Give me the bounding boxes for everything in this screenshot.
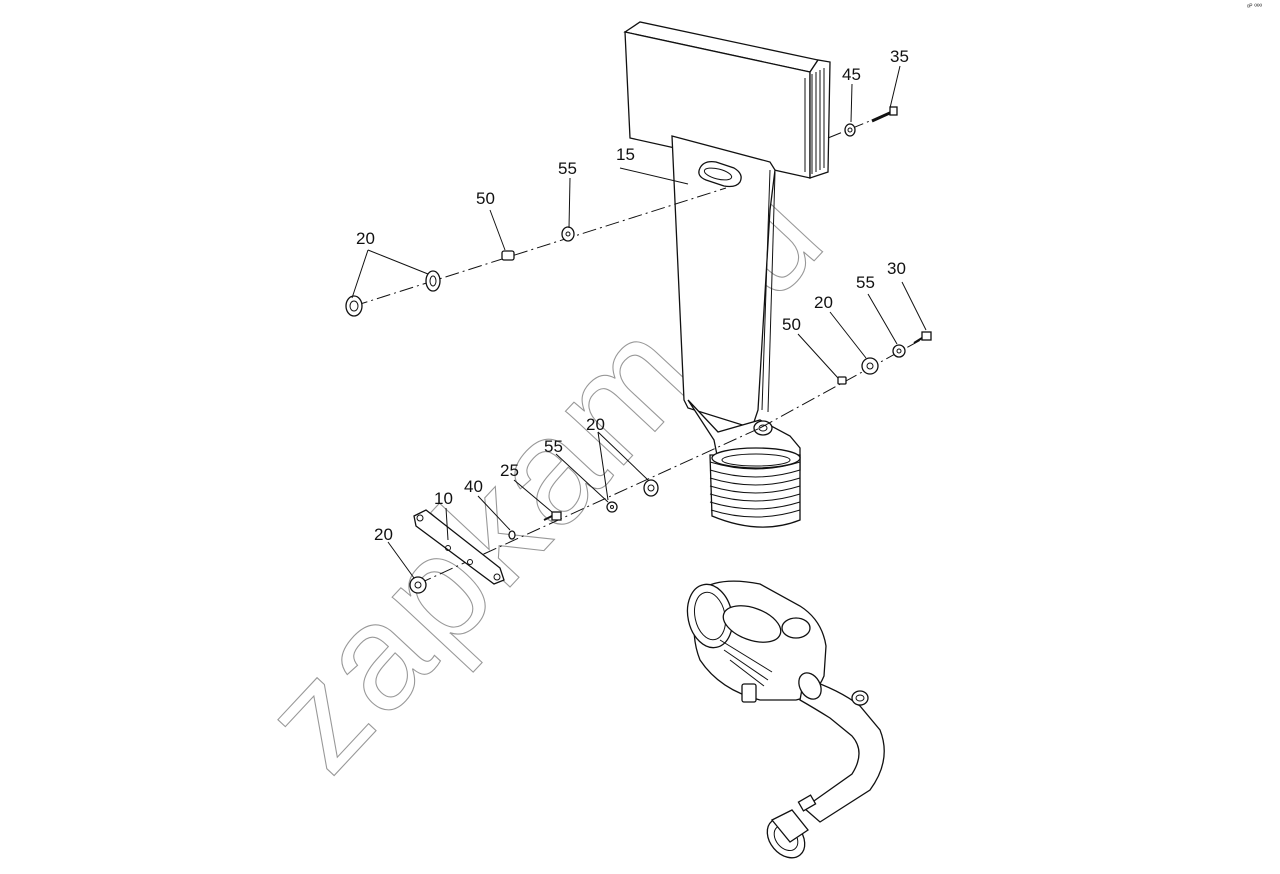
callout-55-right: 55 — [856, 273, 875, 292]
callout-15: 15 — [616, 145, 635, 164]
callout-20-right: 20 — [814, 293, 833, 312]
washer-55-lower[interactable] — [606, 501, 618, 513]
spacer-50-upper[interactable] — [501, 250, 515, 261]
washer-20-upper-left[interactable] — [345, 295, 363, 317]
spacer-50-lower[interactable] — [837, 376, 847, 385]
callout-25: 25 — [500, 461, 519, 480]
callout-20-upper: 20 — [356, 229, 375, 248]
callout-50-right: 50 — [782, 315, 801, 334]
corner-mark: ᵒᴾ ººº — [1246, 4, 1262, 11]
callout-10: 10 — [434, 489, 453, 508]
callout-55-upper: 55 — [558, 159, 577, 178]
callout-35: 35 — [890, 47, 909, 66]
callouts: 15 35 45 55 50 20 55 30 20 50 20 55 25 4… — [356, 47, 909, 544]
callout-30: 30 — [887, 259, 906, 278]
bolt-35[interactable] — [871, 106, 898, 123]
washer-55-right[interactable] — [892, 344, 906, 358]
bolt-30[interactable] — [913, 331, 932, 344]
nut-40[interactable] — [508, 530, 516, 540]
air-cleaner-assembly[interactable] — [682, 580, 885, 865]
intake-duct-part[interactable] — [623, 21, 831, 528]
washer-20-right[interactable] — [861, 357, 879, 375]
callout-20-lower: 20 — [586, 415, 605, 434]
callout-45: 45 — [842, 65, 861, 84]
washer-20-lower-left[interactable] — [409, 576, 427, 594]
callout-20-lower-left: 20 — [374, 525, 393, 544]
bolt-25[interactable] — [543, 511, 562, 521]
washer-45[interactable] — [844, 123, 856, 137]
callout-50-upper: 50 — [476, 189, 495, 208]
washer-20-upper-mid[interactable] — [425, 270, 441, 292]
washer-20-lower[interactable] — [643, 479, 659, 497]
washer-55-upper[interactable] — [561, 226, 575, 242]
leader-lines — [351, 65, 927, 579]
callout-55-lower: 55 — [544, 437, 563, 456]
callout-40: 40 — [464, 477, 483, 496]
bracket-10[interactable] — [413, 509, 505, 585]
